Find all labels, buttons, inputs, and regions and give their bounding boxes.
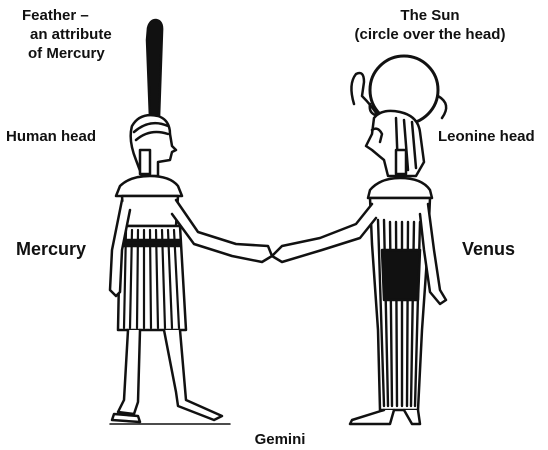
feather-label-line3: of Mercury xyxy=(28,44,105,63)
feather-label-line2: an attribute xyxy=(30,25,112,44)
sun-label-line2: (circle over the head) xyxy=(330,25,530,44)
feather-label-line1: Feather – xyxy=(22,6,89,25)
venus-figure xyxy=(272,56,446,424)
human-head-label: Human head xyxy=(6,127,96,146)
mercury-figure xyxy=(110,20,272,422)
sun-label-line1: The Sun xyxy=(360,6,500,25)
mercury-label: Mercury xyxy=(16,240,86,259)
venus-label: Venus xyxy=(462,240,515,259)
leonine-head-label: Leonine head xyxy=(438,127,535,146)
gemini-label: Gemini xyxy=(240,430,320,449)
feather-icon xyxy=(147,20,162,118)
